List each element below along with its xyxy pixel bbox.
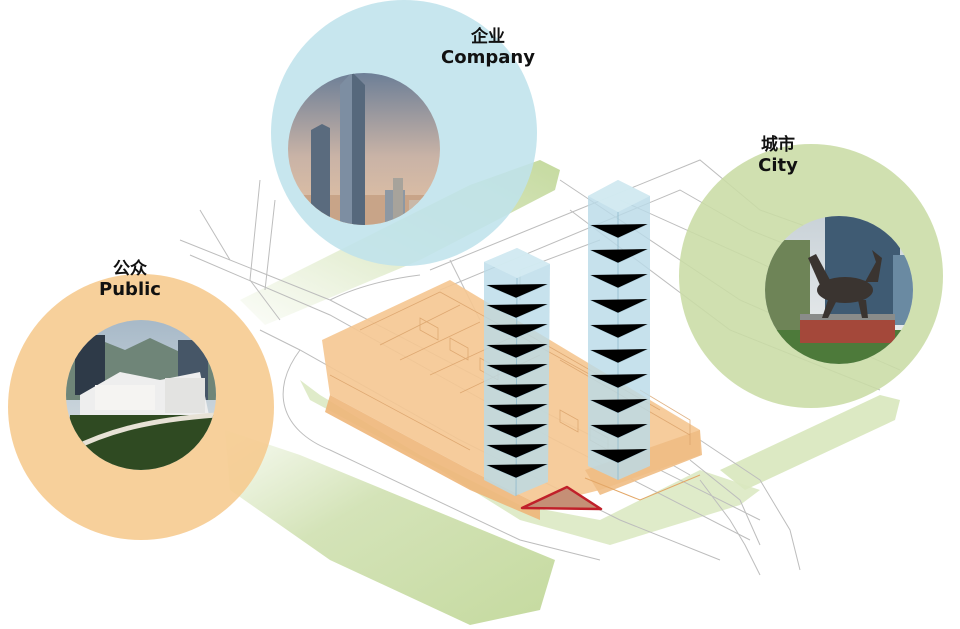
- label-public-en: Public: [80, 280, 180, 301]
- label-public-zh: 公众: [80, 260, 180, 280]
- label-public: 公众 Public: [80, 260, 180, 300]
- tower-east: [588, 180, 650, 480]
- label-company: 企业 Company: [418, 28, 558, 68]
- label-city: 城市 City: [728, 136, 828, 176]
- label-company-en: Company: [418, 48, 558, 69]
- city-circle: [679, 144, 943, 408]
- label-city-en: City: [728, 156, 828, 177]
- public-circle: [8, 274, 274, 540]
- green-band-east: [720, 395, 900, 490]
- tower-west: [484, 248, 550, 496]
- label-city-zh: 城市: [728, 136, 828, 156]
- label-company-zh: 企业: [418, 28, 558, 48]
